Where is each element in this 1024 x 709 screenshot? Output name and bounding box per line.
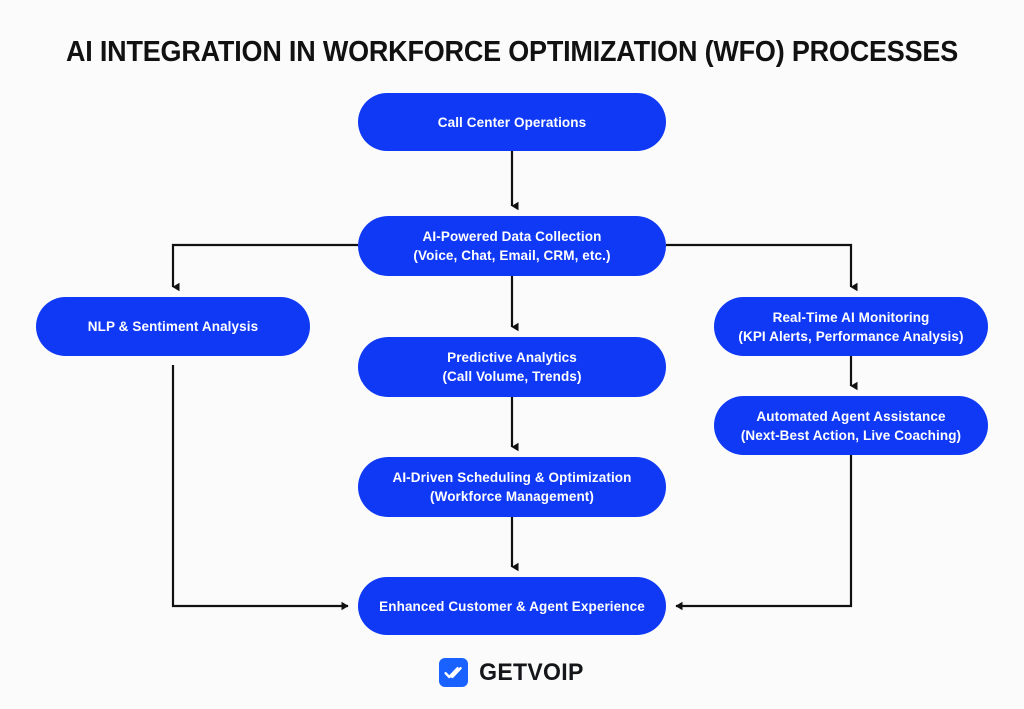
double-check-icon (438, 658, 468, 687)
node-enhanced-customer-agent-experience[interactable]: Enhanced Customer & Agent Experience (358, 577, 666, 635)
footer-brand[interactable]: GETVOIP (0, 658, 1024, 687)
node-line: Automated Agent Assistance (756, 408, 946, 424)
node-nlp-sentiment-analysis[interactable]: NLP & Sentiment Analysis (36, 297, 310, 356)
edge-data-collection-to-nlp (171, 243, 358, 292)
node-line: (Workforce Management) (430, 489, 594, 504)
node-line: Enhanced Customer & Agent Experience (379, 598, 645, 614)
page-title: AI INTEGRATION IN WORKFORCE OPTIMIZATION… (65, 36, 959, 68)
node-line: (Next-Best Action, Live Coaching) (740, 427, 962, 443)
node-line: (Voice, Chat, Email, CRM, etc.) (413, 248, 611, 263)
node-line: Call Center Operations (437, 114, 587, 130)
node-call-center-operations[interactable]: Call Center Operations (358, 93, 666, 151)
node-automated-agent-assistance[interactable]: Automated Agent Assistance (Next-Best Ac… (714, 396, 988, 455)
node-real-time-ai-monitoring[interactable]: Real-Time AI Monitoring (KPI Alerts, Per… (714, 297, 988, 356)
node-line: AI-Driven Scheduling & Optimization (392, 470, 632, 485)
node-line: Predictive Analytics (447, 350, 577, 365)
node-line: (KPI Alerts, Performance Analysis) (738, 328, 964, 344)
edge-data-collection-to-monitoring (666, 243, 858, 292)
node-line: (Call Volume, Trends) (442, 369, 582, 384)
edge-agent-assistance-to-enhanced (675, 455, 853, 611)
brand-wordmark: GETVOIP (478, 658, 584, 686)
node-ai-driven-scheduling-optimization[interactable]: AI-Driven Scheduling & Optimization (Wor… (358, 457, 666, 517)
node-line: NLP & Sentiment Analysis (87, 319, 259, 334)
edge-nlp-to-enhanced (171, 365, 349, 611)
node-ai-powered-data-collection[interactable]: AI-Powered Data Collection (Voice, Chat,… (358, 216, 666, 276)
node-line: AI-Powered Data Collection (422, 229, 602, 244)
node-predictive-analytics[interactable]: Predictive Analytics (Call Volume, Trend… (358, 337, 666, 397)
node-line: Real-Time AI Monitoring (772, 309, 930, 325)
